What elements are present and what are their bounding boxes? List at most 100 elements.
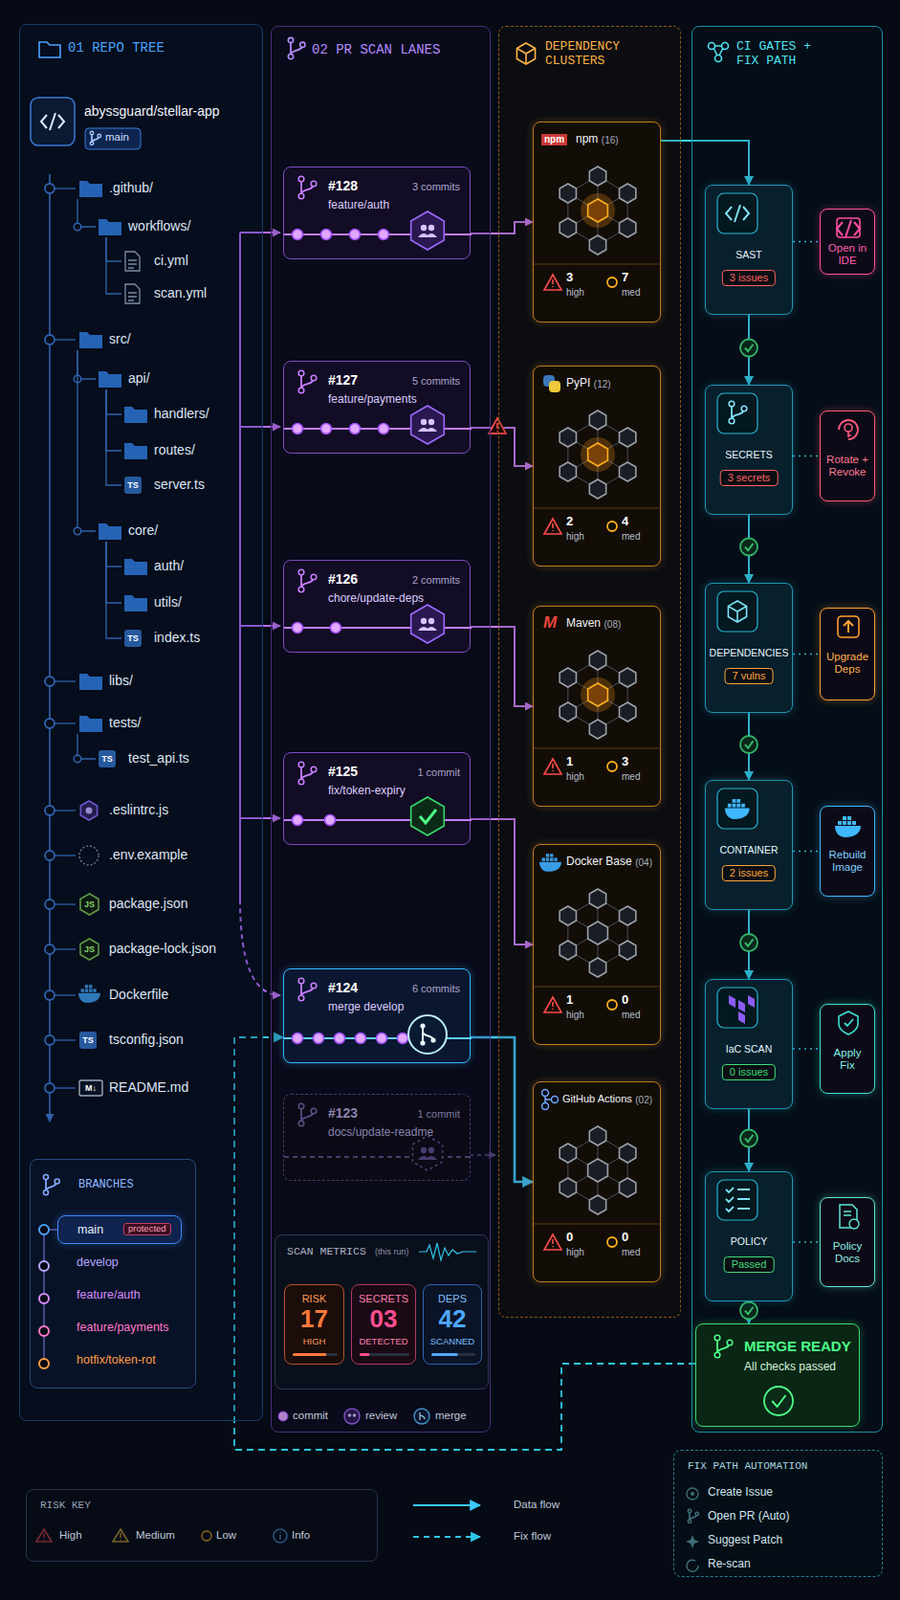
node-detail: 2 issues	[722, 864, 776, 881]
graphic-shape	[292, 423, 304, 435]
graphic-shape	[431, 1352, 476, 1356]
graphic-shape	[559, 461, 576, 482]
fix-action: Rebuild Image	[819, 805, 876, 897]
node-title: DEPENDENCIES	[709, 646, 790, 659]
graphic-shape	[412, 1135, 442, 1170]
graphic-shape	[397, 1032, 409, 1044]
graphic-shape	[298, 175, 305, 182]
dependency-cluster: PyPI(12)2high4med	[532, 365, 661, 567]
graphic-shape	[559, 1177, 576, 1197]
graphic-shape	[420, 617, 427, 624]
node-detail: All checks passed	[744, 1360, 836, 1374]
graphic-shape	[852, 820, 857, 825]
gate-box: POLICYPassed	[704, 1170, 793, 1301]
node-title: PyPI	[566, 376, 591, 391]
graphic-shape	[843, 620, 854, 633]
graphic-shape	[39, 1260, 49, 1271]
graphic-shape	[715, 55, 723, 63]
graphic-shape	[837, 615, 859, 637]
node-detail: 3	[621, 754, 629, 769]
node-detail: Maven	[566, 616, 601, 631]
tree-entry: core/	[128, 522, 158, 538]
node-title: BRANCHES	[78, 1178, 134, 1192]
graphic-shape	[325, 814, 336, 826]
graphic-shape	[310, 573, 317, 580]
node-title: #128	[328, 177, 358, 194]
graphic-shape	[298, 586, 305, 593]
node-detail: 3 secrets	[720, 469, 779, 486]
graphic-shape	[298, 1119, 305, 1126]
fix-action: Upgrade Deps	[819, 607, 876, 701]
node-title: CONTAINER	[719, 843, 778, 856]
pr-card: #1283 commitsfeature/auth	[283, 166, 471, 260]
tree-entry: Dockerfile	[109, 986, 169, 1002]
graphic-shape	[724, 808, 750, 819]
node-detail: high	[566, 530, 585, 543]
node-title: POLICY	[730, 1234, 769, 1247]
node-detail: 4	[621, 514, 629, 529]
node-title: Apply Fix	[825, 1046, 870, 1072]
graphic-shape	[619, 1177, 637, 1197]
pr-card: #1246 commitsmerge develop	[283, 967, 471, 1063]
node-detail: 17	[300, 1304, 329, 1334]
icon-glyph: JS	[79, 896, 100, 912]
tree-entry: libs/	[109, 672, 133, 688]
graphic-shape	[580, 437, 615, 472]
graphic-shape	[355, 1032, 367, 1044]
node-detail: (04)	[635, 856, 653, 869]
dependency-cluster: Docker Base(04)1high0med	[532, 843, 661, 1045]
graphic-shape	[542, 856, 546, 860]
graphic-shape	[619, 218, 637, 238]
graphic-shape	[551, 523, 554, 531]
node-title: Rebuild Image	[825, 848, 870, 874]
legend-label: Medium	[135, 1528, 176, 1541]
tree-entry: package-lock.json	[109, 940, 217, 956]
metric-card: RISK17HIGH	[284, 1283, 345, 1364]
node-detail: merge develop	[328, 1000, 404, 1014]
graphic-shape	[619, 183, 637, 203]
connector	[234, 1036, 696, 1449]
pr-card: #1275 commitsfeature/payments	[283, 360, 471, 454]
graphic-shape	[725, 1196, 750, 1202]
node-title: GitHub Actions	[562, 1092, 633, 1105]
node-detail: 3	[566, 270, 573, 286]
node-detail: (this run)	[374, 1246, 410, 1256]
graphic-shape	[589, 166, 606, 186]
graphic-shape	[542, 1089, 549, 1097]
graphic-shape	[39, 1293, 49, 1303]
tree-entry: routes/	[153, 441, 196, 458]
node-graphic	[533, 606, 662, 808]
graphic-shape	[417, 626, 438, 631]
node-detail: 5 commits	[412, 374, 461, 388]
graphic-shape	[287, 37, 293, 43]
legend-label: merge	[435, 1408, 467, 1422]
node-title: Rotate + Revoke	[825, 453, 870, 479]
tree-entry: handlers/	[153, 405, 210, 421]
graphic-shape	[300, 42, 306, 47]
graphic-shape	[313, 1032, 325, 1044]
graphic-shape	[619, 667, 637, 687]
graphic-shape	[588, 442, 609, 466]
node-title: 01 REPO TREE	[67, 40, 165, 56]
graphic-shape	[310, 766, 317, 772]
node-detail: SCANNED	[430, 1336, 475, 1347]
icon-glyph: TS	[79, 1031, 97, 1048]
repo-header: abyssguard/stellar-appmain	[29, 94, 255, 154]
node-title: SECRETS	[724, 448, 773, 461]
graphic-shape	[741, 405, 747, 412]
graphic-shape	[30, 97, 75, 146]
dependency-panel: DEPENDENCY CLUSTERSnpmnpm(16)3high7medPy…	[498, 25, 681, 1318]
node-detail: feature/payments	[328, 393, 418, 407]
tree-entry: auth/	[153, 557, 184, 573]
node-title: 02 PR SCAN LANES	[311, 42, 440, 58]
pr-card: #1231 commitdocs/update-readme	[283, 1093, 471, 1181]
graphic-shape	[420, 418, 427, 425]
node-detail: 0	[621, 1229, 629, 1245]
graphic-shape	[588, 921, 609, 944]
graphic-shape	[838, 419, 858, 440]
graphic-shape	[717, 193, 758, 234]
graphic-shape	[549, 853, 553, 857]
graphic-shape	[544, 518, 562, 534]
node-title: #125	[328, 763, 358, 779]
graphic-shape	[717, 1179, 758, 1220]
